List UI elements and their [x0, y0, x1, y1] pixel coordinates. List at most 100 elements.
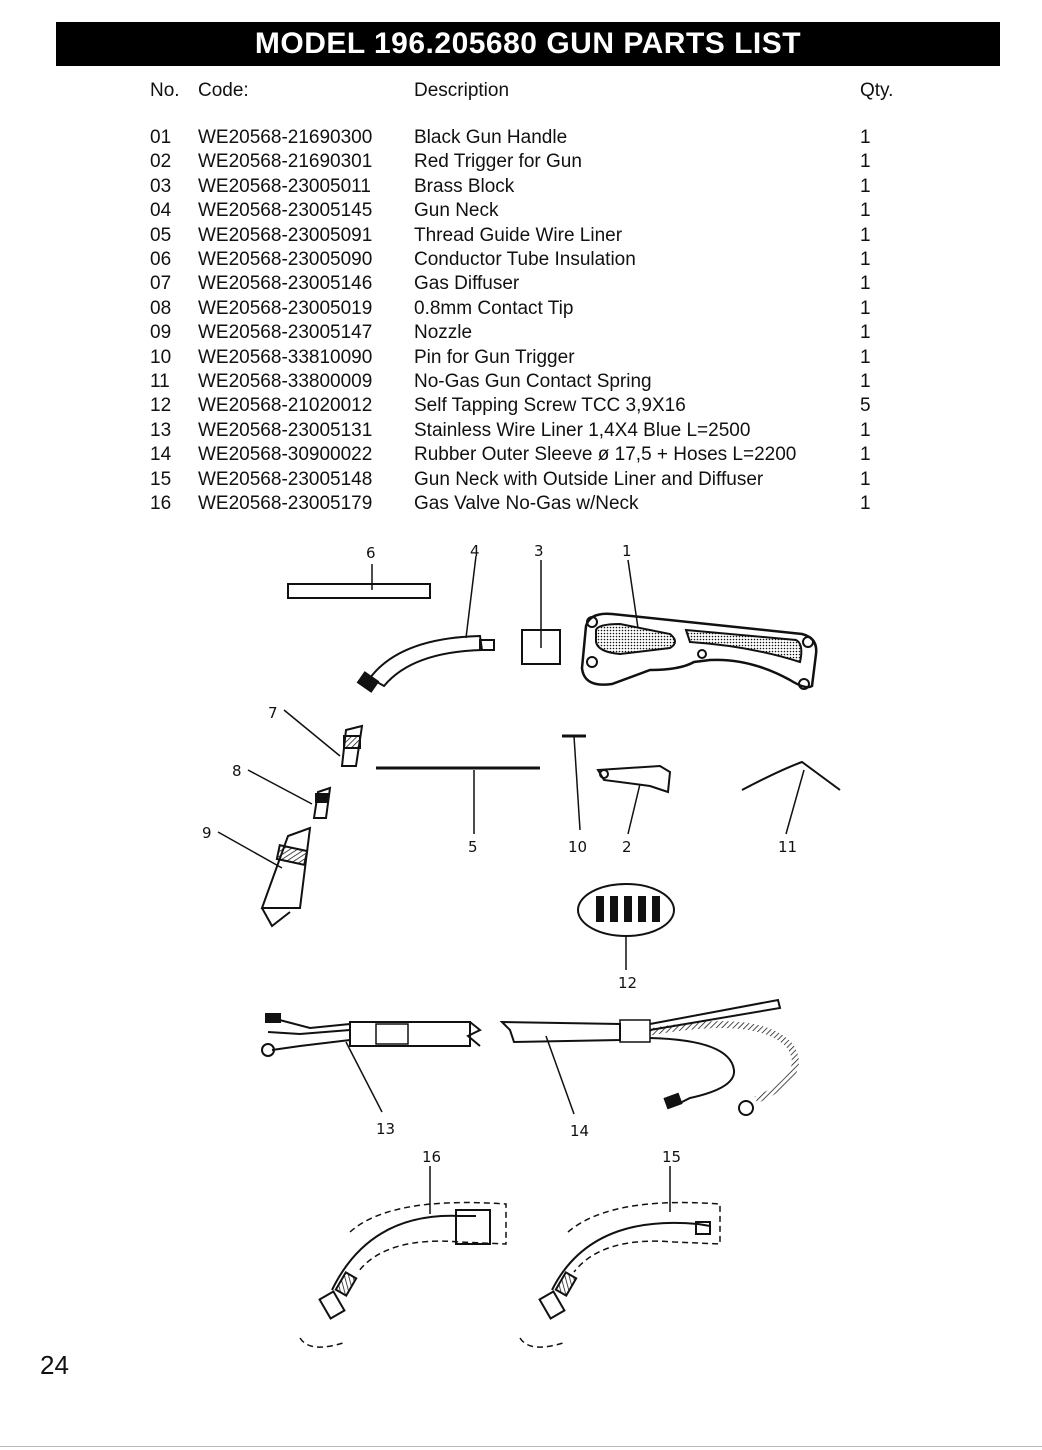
part-qty: 1	[860, 175, 871, 197]
part-description: Gun Neck with Outside Liner and Diffuser	[414, 468, 764, 490]
part-number: 10	[150, 346, 172, 368]
part-qty: 1	[860, 493, 871, 515]
callout-9: 9	[202, 824, 212, 842]
part-1-gun-handle: 1	[580, 542, 818, 690]
part-code: WE20568-21690300	[198, 127, 373, 148]
part-3-brass-block: 3	[521, 542, 561, 665]
callout-7: 7	[268, 704, 278, 722]
part-qty: 1	[860, 273, 871, 295]
part-description: Red Trigger for Gun	[414, 151, 582, 173]
part-number: 06	[150, 249, 172, 271]
part-qty: 1	[860, 249, 871, 271]
callout-2: 2	[622, 838, 632, 856]
part-number: 14	[150, 444, 172, 466]
part-code: WE20568-23005090	[198, 249, 373, 271]
part-number: 02	[150, 151, 172, 173]
part-qty: 1	[860, 151, 871, 173]
part-number: 08	[150, 297, 172, 319]
bottom-rule	[0, 1446, 1042, 1447]
part-description: No-Gas Gun Contact Spring	[414, 371, 652, 393]
table-spacer	[150, 104, 910, 126]
page-title-bar: MODEL 196.205680 GUN PARTS LIST	[56, 22, 1000, 66]
part-12-screws: 12	[577, 883, 675, 992]
part-code: WE20568-33810090	[198, 346, 373, 368]
part-description: Thread Guide Wire Liner	[414, 224, 623, 246]
callout-3: 3	[534, 542, 544, 560]
part-qty: 1	[860, 127, 871, 148]
part-number: 01	[150, 127, 172, 148]
header-qty: Qty.	[860, 80, 894, 101]
part-description: Self Tapping Screw TCC 3,9X16	[414, 395, 686, 417]
header-code: Code:	[198, 80, 249, 101]
part-description: Conductor Tube Insulation	[414, 249, 636, 271]
part-code: WE20568-30900022	[198, 444, 373, 466]
table-row: 12 WE20568-21020012 Self Tapping Screw TCC…	[150, 394, 910, 418]
table-row: 15 WE20568-23005148 Gun Neck with Outside …	[150, 468, 910, 492]
part-description: Pin for Gun Trigger	[414, 346, 575, 368]
part-description: 0.8mm Contact Tip	[414, 297, 574, 319]
part-number: 07	[150, 273, 172, 295]
part-15-neck-liner-diffuser: 15	[519, 1148, 721, 1348]
part-7-gas-diffuser: 7	[268, 704, 364, 767]
table-header-row: No. Code: Description Qty.	[150, 78, 910, 104]
part-16-gas-valve-neck: 16	[299, 1148, 507, 1348]
part-code: WE20568-23005011	[198, 175, 371, 197]
part-description: Gun Neck	[414, 200, 499, 222]
part-qty: 1	[860, 468, 871, 490]
callout-4: 4	[470, 542, 480, 560]
table-row: 07 WE20568-23005146 Gas Diffuser 1	[150, 272, 910, 296]
callout-16: 16	[422, 1148, 441, 1166]
part-number: 11	[150, 371, 170, 393]
part-14-outer-sleeve-hoses: 14	[499, 998, 799, 1140]
callout-8: 8	[232, 762, 242, 780]
part-qty: 1	[860, 444, 871, 466]
part-number: 04	[150, 200, 172, 222]
part-qty: 1	[860, 322, 871, 344]
part-number: 12	[150, 395, 172, 417]
part-description: Brass Block	[414, 175, 515, 197]
part-description: Stainless Wire Liner 1,4X4 Blue L=2500	[414, 419, 751, 441]
part-11-contact-spring: 11	[741, 760, 841, 856]
part-10-trigger-pin: 10	[562, 734, 587, 856]
part-qty: 1	[860, 419, 871, 441]
part-description: Nozzle	[414, 322, 473, 344]
part-description: Gas Diffuser	[414, 273, 520, 295]
part-code: WE20568-21690301	[198, 151, 373, 173]
part-5-wire-liner: 5	[376, 766, 540, 856]
part-number: 05	[150, 224, 172, 246]
part-13-wire-liner-cable: 13	[261, 1013, 482, 1138]
callout-10: 10	[568, 838, 587, 856]
part-number: 15	[150, 468, 172, 490]
page-number: 24	[40, 1350, 69, 1380]
part-qty: 1	[860, 346, 871, 368]
part-2-trigger: 2	[596, 764, 672, 856]
table-row: 10 WE20568-33810090 Pin for Gun Trigger 1	[150, 346, 910, 370]
part-9-nozzle: 9	[202, 824, 312, 928]
callout-12: 12	[618, 974, 637, 992]
part-qty: 1	[860, 371, 871, 393]
part-code: WE20568-33800009	[198, 371, 373, 393]
table-row: 14 WE20568-30900022 Rubber Outer Sleeve ø …	[150, 443, 910, 467]
callout-5: 5	[468, 838, 478, 856]
part-qty: 1	[860, 224, 871, 246]
table-row: 06 WE20568-23005090 Conductor Tube Insulat…	[150, 248, 910, 272]
part-code: WE20568-23005148	[198, 468, 373, 490]
part-code: WE20568-23005145	[198, 200, 373, 222]
part-4-gun-neck: 4	[356, 542, 495, 693]
part-description: Black Gun Handle	[414, 127, 568, 148]
part-description: Rubber Outer Sleeve ø 17,5 + Hoses L=220…	[414, 444, 797, 466]
part-8-contact-tip: 8	[232, 762, 332, 819]
table-row: 01 WE20568-21690300 Black Gun Handle 1	[150, 126, 910, 150]
part-code: WE20568-23005146	[198, 273, 373, 295]
part-code: WE20568-23005179	[198, 493, 373, 515]
header-no: No.	[150, 80, 180, 101]
part-code: WE20568-21020012	[198, 395, 373, 417]
callout-14: 14	[570, 1122, 589, 1140]
